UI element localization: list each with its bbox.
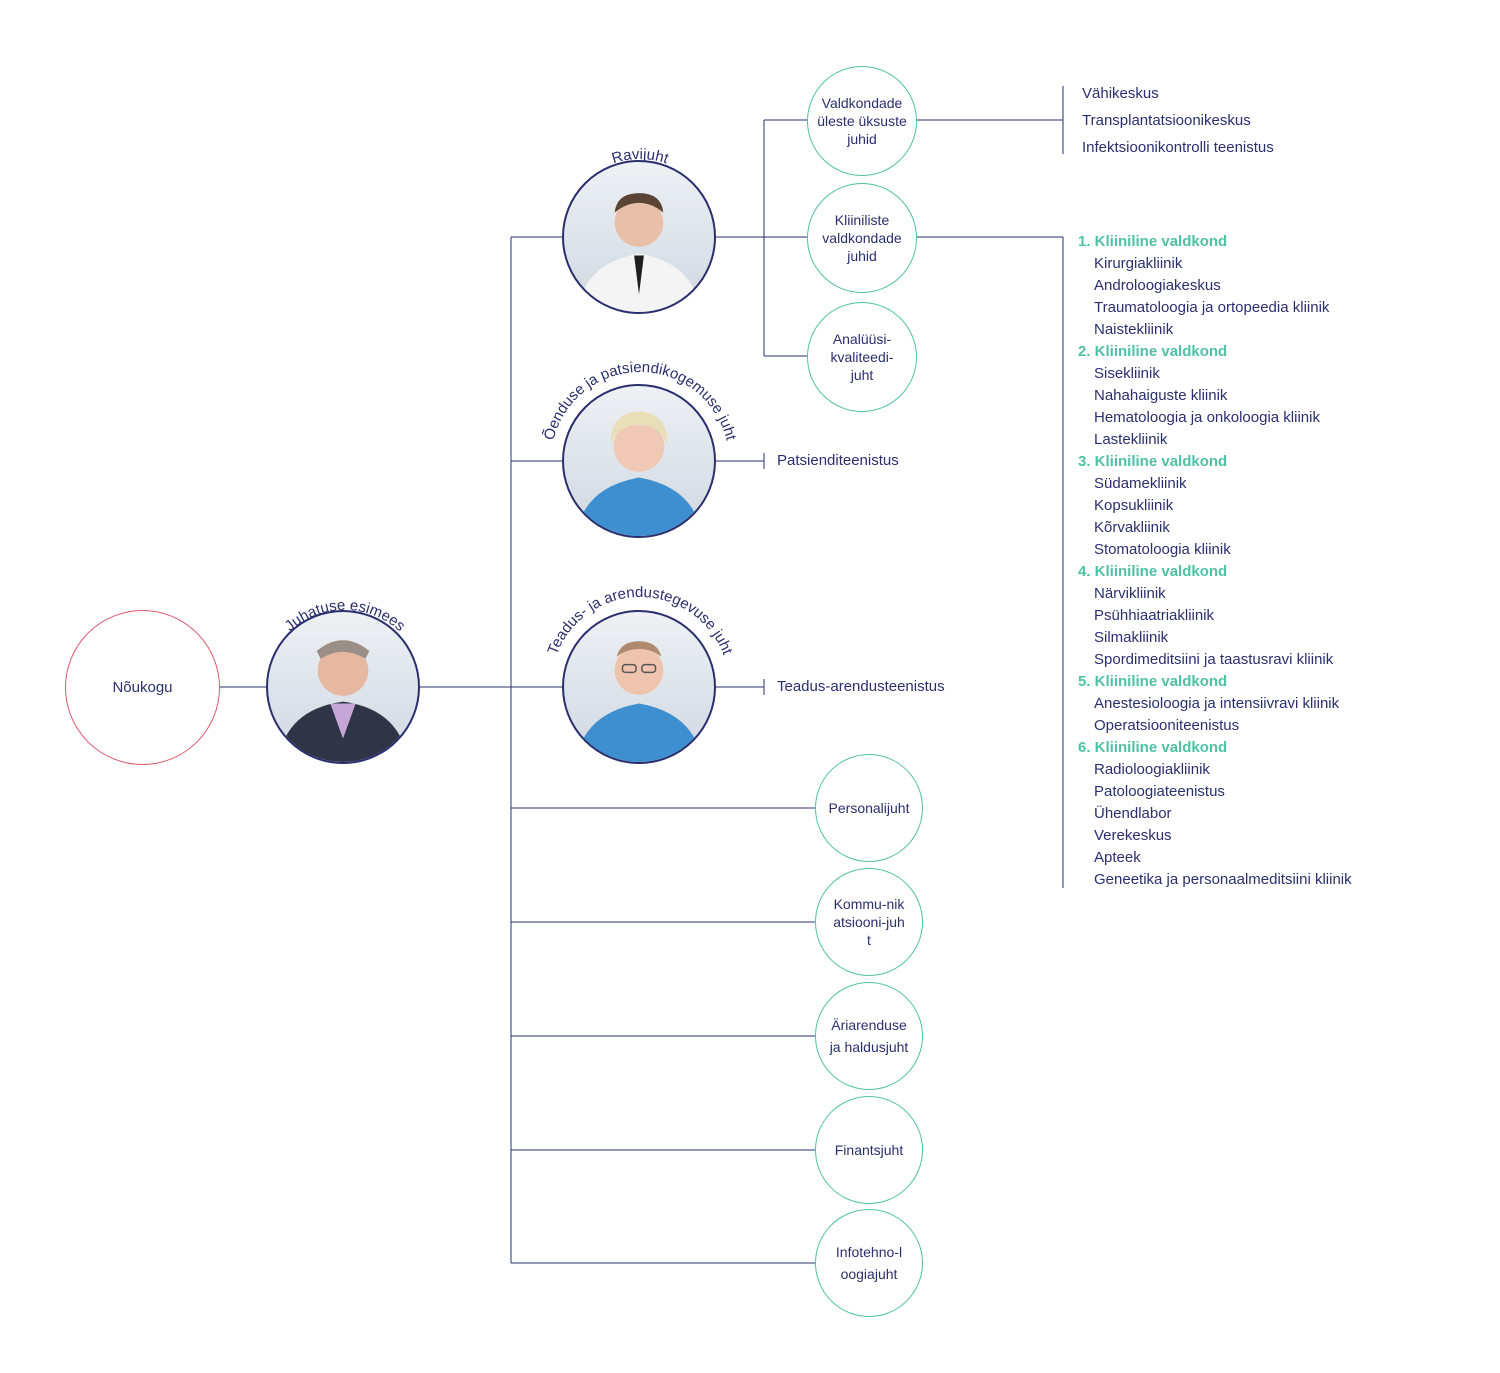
list-item: Stomatoloogia kliinik: [1094, 541, 1231, 558]
list-item: Silmakliinik: [1094, 629, 1169, 646]
list-item: Lastekliinik: [1094, 431, 1168, 448]
communication-manager-label: Kommu-nikatsiooni-juht: [833, 896, 905, 948]
cross-unit-leads-label: Valdkondade üleste üksuste juhid: [817, 95, 907, 147]
list-item: Traumatoloogia ja ortopeedia kliinik: [1094, 299, 1330, 316]
list-item: Operatsiooniteenistus: [1094, 717, 1240, 734]
list-item: Transplantatsioonikeskus: [1082, 112, 1251, 130]
business-manager-label: Äriarenduse ja haldusjuht: [829, 1017, 909, 1055]
list-item: Kirurgiakliinik: [1094, 255, 1183, 272]
clinical-leads-label: Kliiniliste valdkondade juhid: [822, 212, 902, 264]
medical-manager-photo: [562, 160, 716, 314]
list-item: Radioloogiakliinik: [1094, 761, 1210, 778]
chairman-photo: [266, 610, 420, 764]
finance-manager-label: Finantsjuht: [834, 1142, 904, 1158]
list-item: Apteek: [1094, 849, 1141, 866]
hr-manager-node: Personalijuht: [815, 754, 923, 862]
division-title: 1. Kliiniline valdkond: [1078, 233, 1228, 250]
person-avatar-icon: [575, 641, 703, 762]
hr-manager-label: Personalijuht: [828, 800, 910, 816]
patient-service-label: Patsienditeenistus: [777, 452, 899, 469]
division-title: 3. Kliiniline valdkond: [1078, 453, 1228, 470]
list-item: Närvikliinik: [1094, 585, 1166, 602]
finance-manager-node: Finantsjuht: [815, 1096, 923, 1204]
nursing-manager-photo: [562, 384, 716, 538]
list-item: Anestesioloogia ja intensiivravi kliinik: [1094, 695, 1340, 712]
list-item: Patoloogiateenistus: [1094, 783, 1225, 800]
list-item: Infektsioonikontrolli teenistus: [1082, 139, 1274, 157]
clinical-leads-node: Kliiniliste valdkondade juhid: [807, 183, 917, 293]
list-item: Südamekliinik: [1094, 475, 1187, 492]
list-item: Geneetika ja personaalmeditsiini kliinik: [1094, 871, 1352, 888]
list-item: Naistekliinik: [1094, 321, 1174, 338]
division-title: 4. Kliiniline valdkond: [1078, 563, 1228, 580]
board-node: Nõukogu: [65, 610, 220, 765]
list-item: Spordimeditsiini ja taastusravi kliinik: [1094, 651, 1334, 668]
it-manager-node: Infotehno-loogiajuht: [815, 1209, 923, 1317]
list-item: Psühhiaatriakliinik: [1094, 607, 1215, 624]
list-item: Kõrvakliinik: [1094, 519, 1170, 536]
person-avatar-icon: [277, 640, 409, 762]
research-manager-photo: [562, 610, 716, 764]
division-title: 2. Kliiniline valdkond: [1078, 343, 1228, 360]
business-manager-node: Äriarenduse ja haldusjuht: [815, 982, 923, 1090]
cross-units-list: Vähikeskus Transplantatsioonikeskus Infe…: [1082, 80, 1274, 162]
division-title: 5. Kliiniline valdkond: [1078, 673, 1228, 690]
list-item: Hematoloogia ja onkoloogia kliinik: [1094, 409, 1320, 426]
list-item: Ühendlabor: [1094, 805, 1172, 822]
person-avatar-icon: [575, 411, 703, 536]
division-title: 6. Kliiniline valdkond: [1078, 739, 1228, 756]
communication-manager-node: Kommu-nikatsiooni-juht: [815, 868, 923, 976]
person-avatar-icon: [577, 193, 701, 312]
quality-lead-node: Analüüsi-kvaliteedi-juht: [807, 302, 917, 412]
list-item: Androloogiakeskus: [1094, 277, 1221, 294]
research-service-label: Teadus-arendusteenistus: [777, 678, 945, 695]
list-item: Nahahaiguste kliinik: [1094, 387, 1228, 404]
quality-lead-label: Analüüsi-kvaliteedi-juht: [830, 331, 894, 383]
list-item: Sisekliinik: [1094, 365, 1160, 382]
list-item: Vähikeskus: [1082, 85, 1159, 102]
cross-unit-leads-node: Valdkondade üleste üksuste juhid: [807, 66, 917, 176]
list-item: Kopsukliinik: [1094, 497, 1174, 514]
it-manager-label: Infotehno-loogiajuht: [835, 1244, 903, 1282]
board-label: Nõukogu: [112, 678, 173, 696]
list-item: Verekeskus: [1094, 827, 1172, 844]
